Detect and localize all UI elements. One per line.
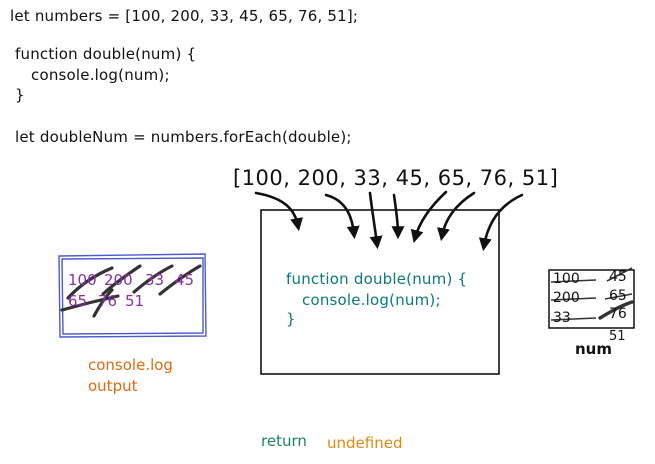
- code-function-close: }: [15, 86, 25, 104]
- function-box-header: function double(num) {: [286, 270, 468, 288]
- function-box-body: console.log(num);: [302, 291, 441, 309]
- console-value-51: 51: [125, 292, 145, 310]
- console-caption-line2: output: [88, 377, 138, 395]
- console-strikes: [60, 264, 202, 318]
- array-label: [100, 200, 33, 45, 65, 76, 51]: [233, 166, 559, 190]
- console-value-45: 45: [175, 271, 195, 289]
- num-value-200: 200: [553, 290, 580, 306]
- return-value: undefined: [327, 434, 403, 452]
- num-value-76: 76: [609, 306, 627, 322]
- code-function-body: console.log(num);: [31, 66, 170, 84]
- console-value-65: 65: [68, 292, 88, 310]
- num-value-65: 65: [609, 288, 627, 304]
- num-value-33: 33: [553, 310, 571, 326]
- num-value-51: 51: [609, 329, 626, 344]
- arrows-into-function: [254, 190, 524, 252]
- code-line-foreach: let doubleNum = numbers.forEach(double);: [15, 128, 352, 146]
- code-function-header: function double(num) {: [15, 45, 197, 63]
- num-strike-76: [598, 300, 634, 320]
- num-value-45: 45: [609, 269, 627, 285]
- code-line-numbers: let numbers = [100, 200, 33, 45, 65, 76,…: [10, 7, 359, 25]
- num-strikes: [550, 267, 633, 321]
- console-value-33: 33: [145, 271, 165, 289]
- console-value-100: 100: [68, 271, 97, 289]
- console-value-200: 200: [104, 271, 133, 289]
- num-value-100: 100: [553, 271, 580, 287]
- num-label: num: [575, 340, 612, 358]
- function-box: [260, 209, 500, 375]
- num-box: [548, 269, 635, 329]
- function-box-close: }: [286, 310, 296, 328]
- return-label: return: [261, 432, 307, 450]
- console-caption-line1: console.log: [88, 356, 173, 374]
- console-value-76: 76: [98, 292, 118, 310]
